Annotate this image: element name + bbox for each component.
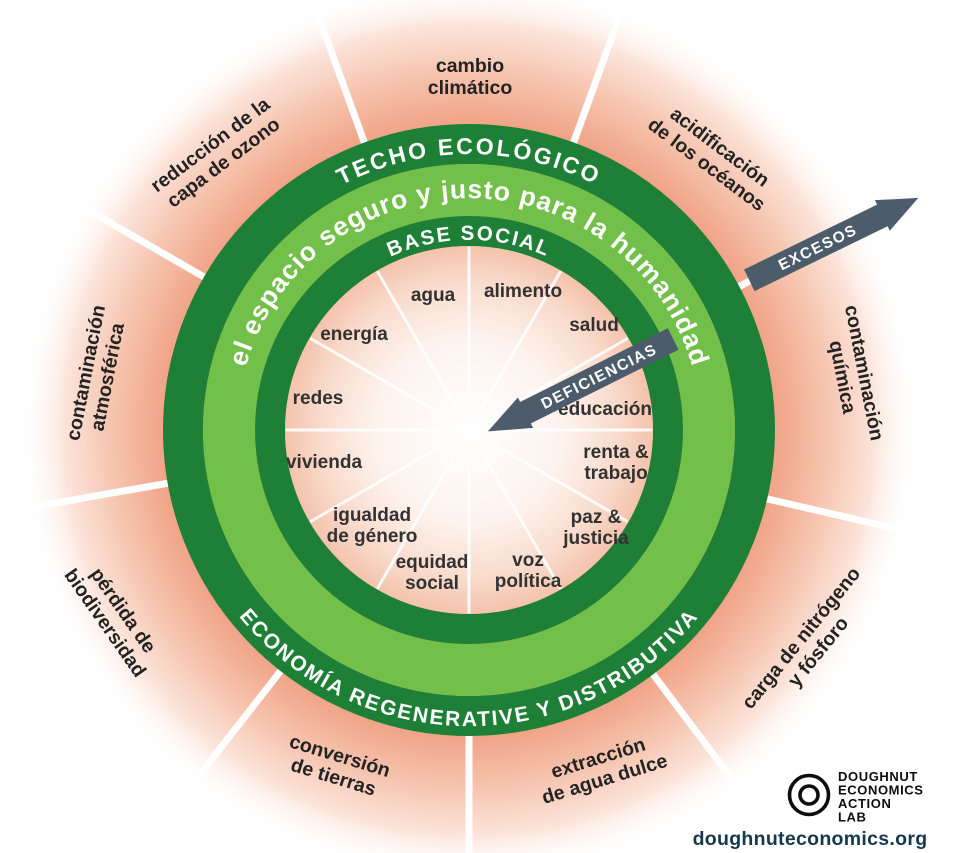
- ecological-ceiling-ring: [163, 124, 775, 736]
- sector-divider: [313, 8, 370, 152]
- deal-logo-outer-ring-icon: [787, 773, 831, 817]
- inner-divider: [376, 270, 457, 408]
- social-label-energia: energía: [320, 324, 388, 345]
- social-label-salud: salud: [569, 315, 619, 336]
- shortfall-arrow-shaft: [519, 328, 679, 424]
- inner-divider: [481, 270, 562, 408]
- overshoot-arrowhead: [874, 197, 919, 231]
- inner-sector-dividers: [285, 246, 653, 614]
- social-label-redes: redes: [293, 388, 344, 409]
- social-label-paz-justicia: paz &justicia: [562, 507, 629, 549]
- social-label-vivienda: vivienda: [286, 452, 362, 473]
- sector-divider: [568, 8, 625, 152]
- overshoot-arrow-shaft: [744, 203, 890, 292]
- social-label-agua: agua: [411, 285, 456, 306]
- inner-divider: [491, 442, 629, 523]
- social-label-educacion: educación: [558, 399, 652, 420]
- shortfall-zone: [285, 246, 653, 614]
- sector-divider: [27, 478, 177, 511]
- inner-divider: [376, 452, 457, 590]
- inner-divider: [481, 452, 562, 590]
- deal-logo-wordmark: DOUGHNUT ECONOMICS ACTION LAB: [838, 769, 928, 825]
- social-foundation-labels: agua alimento salud educación renta &tra…: [286, 281, 652, 594]
- social-label-alimento: alimento: [484, 281, 562, 302]
- sector-divider: [646, 666, 741, 789]
- sector-divider: [757, 494, 906, 534]
- sector-divider: [191, 662, 288, 785]
- safe-space-ring: [203, 164, 735, 696]
- deal-logo-inner-ring-icon: [798, 784, 820, 806]
- inner-divider: [309, 442, 447, 523]
- social-foundation-ring: [255, 216, 683, 644]
- inner-divider: [309, 337, 447, 418]
- sector-divider: [80, 204, 213, 284]
- website-link[interactable]: doughnuteconomics.org: [693, 828, 928, 850]
- deal-logo: [787, 773, 831, 817]
- social-label-renta-trabajo: renta &trabajo: [583, 442, 649, 484]
